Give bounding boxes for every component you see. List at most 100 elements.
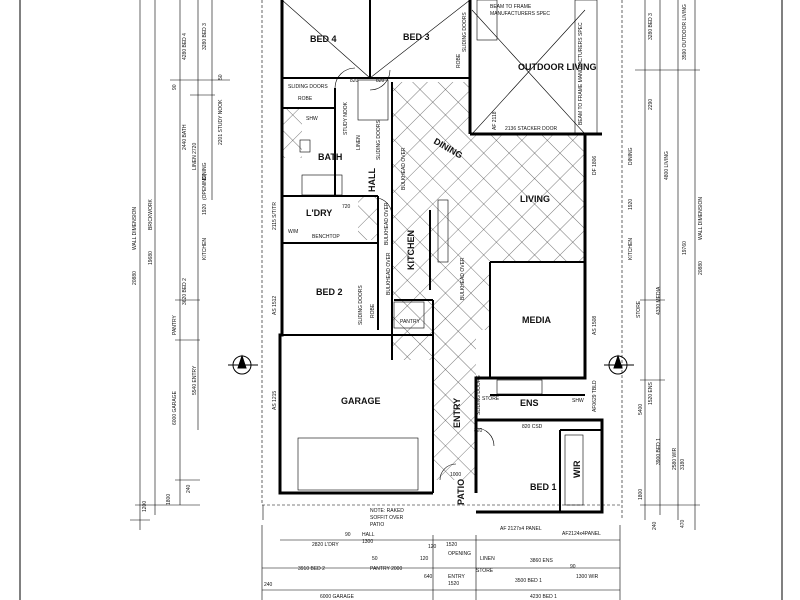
room-outdoor-living: OUTDOOR LIVING: [518, 62, 597, 72]
dim-left-50: 50: [218, 74, 224, 80]
note-sliding-doors-4: SLIDING DOORS: [358, 285, 364, 325]
dim-left-1800: 1800: [166, 494, 172, 505]
dim-left-garage: 6000 GARAGE: [172, 390, 178, 425]
note-robe-2: ROBE: [456, 53, 462, 68]
room-pantry: PANTRY: [400, 319, 420, 325]
room-patio: PATIO: [456, 479, 466, 505]
note-820-csd: 820 CSD: [522, 424, 543, 430]
dim-left-90: 90: [172, 84, 178, 90]
dim-right-bed1: 3900 BED 1: [656, 438, 662, 465]
dim-bottom-bed1-b: 4230 BED 1: [530, 594, 557, 600]
note-door-820-2: 820: [376, 78, 385, 84]
dim-right-2290: 2290: [648, 99, 654, 110]
dim-right-1920: 1920: [628, 199, 634, 210]
dim-right-store: STORE: [636, 300, 642, 318]
note-benchtop: BENCHTOP: [312, 234, 340, 240]
note-sliding-doors-3: SLIDING DOORS: [376, 120, 382, 160]
dim-bottom-bed2: 3910 BED 2: [298, 566, 325, 572]
dim-right-wir: 2580 WIR: [672, 447, 678, 470]
note-sliding-doors-1: SLIDING DOORS: [288, 84, 328, 90]
dim-bottom-opening: OPENING: [448, 551, 471, 557]
room-garage: GARAGE: [341, 396, 381, 406]
dim-left-kitchen: KITCHEN: [202, 238, 208, 260]
dim-bottom-wir: 1300 WIR: [576, 574, 599, 580]
note-bulkhead-2: BULKHEAD OVER: [384, 202, 390, 245]
dim-bottom-1520b: 1520: [448, 581, 459, 587]
dim-left-pantry: PANTRY: [172, 315, 178, 335]
dim-bottom-1300: 1300: [362, 539, 373, 545]
dim-left-opening: (OPENING): [202, 173, 208, 200]
dim-bottom-store: STORE: [476, 568, 494, 574]
note-robe-1: ROBE: [298, 96, 313, 102]
dim-right-19760: 19760: [682, 241, 688, 255]
dim-left-1920: 1920: [202, 204, 208, 215]
note-linen: LINEN: [356, 135, 362, 150]
dim-left-wall-dim: WALL DIMENSION: [132, 207, 138, 250]
note-beam-top-1: BEAM TO FRAME: [490, 4, 532, 10]
note-wm: W/M: [288, 229, 298, 235]
dim-bottom-1520a: 1520: [446, 542, 457, 548]
dim-bottom-120: 120: [428, 544, 437, 550]
room-bed1: BED 1: [530, 482, 557, 492]
note-bulkhead-1: BULKHEAD OVER: [401, 147, 407, 190]
note-df-1806: DF 1806: [592, 156, 598, 175]
dim-bottom-linen: LINEN: [480, 556, 495, 562]
dim-left-bed4: 4280 BED 4: [182, 33, 188, 60]
dimension-lines-right: [635, 0, 700, 530]
note-store: STORE: [482, 396, 500, 402]
room-wir: WIR: [572, 460, 582, 478]
dim-right-5400: 5400: [638, 404, 644, 415]
interior-walls: [282, 0, 602, 512]
dim-left-240: 240: [186, 484, 192, 493]
dim-right-outdoor: 3590 OUTDOOR LIVING: [682, 4, 688, 60]
room-living: LIVING: [520, 194, 550, 204]
note-door-1000: 1000: [450, 472, 461, 478]
room-kitchen: KITCHEN: [406, 230, 416, 270]
dim-left-bath: 2440 BATH: [182, 124, 188, 150]
dim-right-wall-dim: WALL DIMENSION: [698, 197, 704, 240]
note-raked-2: SOFFIT OVER: [370, 515, 404, 521]
note-shw: SHW: [306, 116, 318, 122]
note-beam-top-2: MANUFACTURERS SPEC: [490, 11, 550, 17]
note-stacker: 2136 STACKER DOOR: [505, 126, 558, 132]
dim-left-entry: 5540 ENTRY: [192, 365, 198, 395]
dim-left-bed3: 3280 BED 3: [202, 23, 208, 50]
room-laundry: L'DRY: [306, 208, 332, 218]
dim-right-470: 470: [680, 519, 686, 528]
note-as-0612: 2115 S/T/TR: [272, 202, 278, 230]
detail-lines: [261, 0, 623, 520]
dim-right-3180: 3180: [680, 459, 686, 470]
room-media: MEDIA: [522, 315, 552, 325]
dim-bottom-garage: 6000 GARAGE: [320, 594, 355, 600]
note-shw-2: SHW: [572, 398, 584, 404]
dim-left-20880: 20880: [132, 271, 138, 285]
room-bath: BATH: [318, 152, 342, 162]
dim-right-ens: 1520 ENS: [648, 382, 654, 405]
room-entry: ENTRY: [452, 398, 462, 428]
note-panel-2: AF2124x4PANEL: [562, 531, 601, 537]
section-markers: [228, 354, 634, 375]
dim-right-bed3: 3280 BED 3: [648, 13, 654, 40]
dimension-lines-left: [130, 0, 230, 530]
dim-left-dining: DINING: [202, 162, 208, 180]
room-hall: HALL: [367, 168, 377, 192]
note-sliding-doors-5: SLIDING DOORS: [476, 375, 482, 415]
note-as-1215: AS 1215: [272, 391, 278, 410]
note-door-820-1: 820: [350, 78, 359, 84]
dim-left-bed2: 3620 BED 2: [182, 278, 188, 305]
dim-right-dining: DINING: [628, 147, 634, 165]
dimension-lines-bottom: [261, 525, 621, 600]
note-as-1508: AS 1508: [592, 316, 598, 335]
room-bed4: BED 4: [310, 34, 337, 44]
room-bed3: BED 3: [403, 32, 430, 42]
dim-right-kitchen: KITCHEN: [628, 238, 634, 260]
dim-bottom-entry: ENTRY: [448, 574, 466, 580]
dim-left-brickwork: BRICKWORK: [148, 199, 154, 231]
note-study-nook: STUDY NOOK: [343, 101, 349, 135]
tiled-floor: [282, 82, 585, 480]
room-bed2: BED 2: [316, 287, 343, 297]
dim-bottom-90b: 90: [570, 564, 576, 570]
note-door-820-3: 820: [474, 428, 483, 434]
dim-right-20880: 20880: [698, 261, 704, 275]
